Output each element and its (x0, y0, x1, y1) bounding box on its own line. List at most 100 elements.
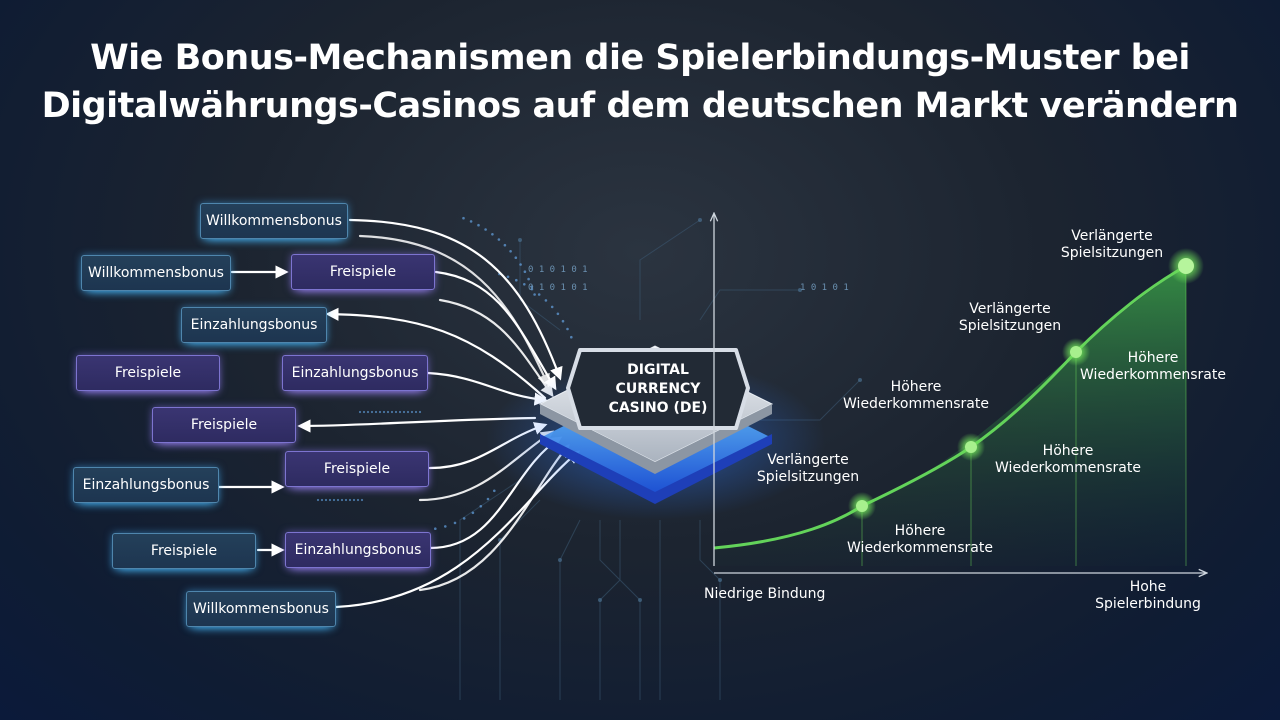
title-line-2: Digitalwährungs-Casinos auf dem deutsche… (41, 86, 1239, 126)
bonus-box-willkommensbonus-2: Willkommensbonus (81, 255, 231, 291)
annotation-hoehere-wiederkommensrate-1: Höhere Wiederkommensrate (830, 523, 1010, 557)
accent-dot (360, 498, 364, 502)
accent-dot (328, 498, 332, 502)
accent-dot (537, 293, 541, 296)
accent-dot (370, 410, 374, 414)
accent-dot (394, 410, 398, 414)
accent-dot (378, 410, 382, 414)
circuit-dots (498, 218, 862, 602)
accent-dot (356, 498, 360, 502)
accent-dot (527, 277, 530, 281)
annotation-line: Verlängerte (969, 301, 1051, 317)
accent-dot (515, 278, 518, 282)
accent-dot (544, 299, 548, 302)
arrow-freispiele-1 (434, 270, 557, 391)
accent-dot (414, 410, 418, 414)
annotation-verlaengerte-spielsitzungen-3: Verlängerte Spielsitzungen (1042, 228, 1182, 262)
annotation-hoehere-wiederkommensrate-4: Höhere Wiederkommensrate (1066, 350, 1240, 384)
curve-point-4-core (1178, 258, 1194, 274)
annotation-verlaengerte-spielsitzungen-1: Verlängerte Spielsitzungen (738, 452, 878, 486)
accent-dot (406, 410, 410, 414)
curve-point-1-core (856, 500, 868, 512)
x-axis-start-label: Niedrige Bindung (704, 586, 826, 602)
accent-dot (462, 216, 465, 220)
annotation-line: Wiederkommensrate (843, 396, 989, 412)
annotation-line: Spielsitzungen (1060, 245, 1164, 261)
annotation-line: Verlängerte (767, 452, 849, 468)
accent-dot (493, 489, 496, 493)
bonus-box-einzahlungsbonus-2: Einzahlungsbonus (282, 355, 428, 391)
accent-dot (418, 410, 422, 414)
bonus-box-einzahlungsbonus-3: Einzahlungsbonus (73, 467, 219, 503)
annotation-line: Höhere (894, 523, 946, 539)
binary-row-1: 0 1 0 1 0 1 (528, 265, 588, 275)
accent-dot (444, 525, 447, 528)
accent-dot (469, 220, 473, 223)
accent-dot (509, 250, 512, 253)
accent-dot (382, 410, 386, 414)
accent-dot (503, 243, 507, 247)
accent-dot (386, 410, 390, 414)
arrow-extra-1 (438, 298, 554, 398)
accent-dot (398, 410, 402, 414)
engagement-chart (714, 214, 1206, 573)
annotation-line: Wiederkommensrate (1080, 367, 1226, 383)
accent-dot (352, 498, 356, 502)
bonus-box-freispiele-5: Freispiele (112, 533, 256, 569)
accent-dot (533, 293, 536, 296)
bonus-box-freispiele-2: Freispiele (76, 355, 220, 391)
accent-dot (561, 319, 565, 323)
dotted-accents (316, 216, 573, 530)
accent-dot (556, 312, 560, 316)
accent-dot (566, 327, 569, 331)
x-axis-end-label: Hohe Spielerbindung (1080, 579, 1216, 613)
curve-point-3-core (1070, 346, 1082, 358)
accent-dot (523, 283, 526, 286)
curve-points (848, 248, 1204, 520)
x-axis-end-label-line-1: Hohe (1129, 579, 1167, 595)
curve-area (714, 266, 1186, 566)
accent-dot (316, 498, 320, 502)
annotation-line: Wiederkommensrate (995, 460, 1141, 476)
accent-dot (453, 521, 457, 525)
casino-label-line-1: DIGITAL (627, 362, 689, 378)
x-axis-end-label-line-2: Spielerbindung (1095, 596, 1201, 612)
accent-dot (519, 263, 522, 266)
arrow-einzahlungsbonus-1 (325, 307, 547, 400)
accent-dot (358, 410, 362, 414)
bonus-box-freispiele-3: Freispiele (152, 407, 296, 443)
accent-dot (336, 498, 340, 502)
accent-dot (434, 527, 437, 530)
accent-dot (486, 497, 490, 501)
accent-dot (320, 498, 324, 502)
casino-label-line-2: CURRENCY (616, 381, 702, 397)
bonus-box-einzahlungsbonus-4: Einzahlungsbonus (285, 532, 431, 568)
accent-dot (506, 275, 510, 279)
circuit-traces (459, 219, 861, 700)
annotation-hoehere-wiederkommensrate-3: Höhere Wiederkommensrate (978, 443, 1158, 477)
accent-dot (477, 223, 480, 227)
accent-dot (324, 498, 328, 502)
accent-dot (530, 287, 534, 291)
arrow-willkommensbonus-top (348, 218, 563, 381)
accent-dot (484, 228, 487, 231)
accent-dot (491, 233, 494, 236)
annotation-verlaengerte-spielsitzungen-2: Verlängerte Spielsitzungen (940, 301, 1080, 335)
curve-point-2-core (965, 441, 977, 453)
bonus-box-freispiele-4: Freispiele (285, 451, 429, 487)
accent-dot (374, 410, 378, 414)
accent-dot (402, 410, 406, 414)
annotation-hoehere-wiederkommensrate-2: Höhere Wiederkommensrate (826, 379, 1006, 413)
accent-dot (390, 410, 394, 414)
accent-dot (570, 335, 573, 339)
binary-row-3: 1 0 1 0 1 (800, 283, 849, 293)
annotation-line: Spielsitzungen (756, 469, 860, 485)
annotation-line: Spielsitzungen (958, 318, 1062, 334)
bonus-box-einzahlungsbonus-1: Einzahlungsbonus (181, 307, 327, 343)
accent-dot (348, 498, 352, 502)
page-title: Wie Bonus-Mechanismen die Spielerbindung… (0, 34, 1280, 130)
accent-dot (471, 511, 475, 515)
binary-row-2: 0 1 0 1 0 1 (528, 283, 588, 293)
annotation-line: Wiederkommensrate (847, 540, 993, 556)
